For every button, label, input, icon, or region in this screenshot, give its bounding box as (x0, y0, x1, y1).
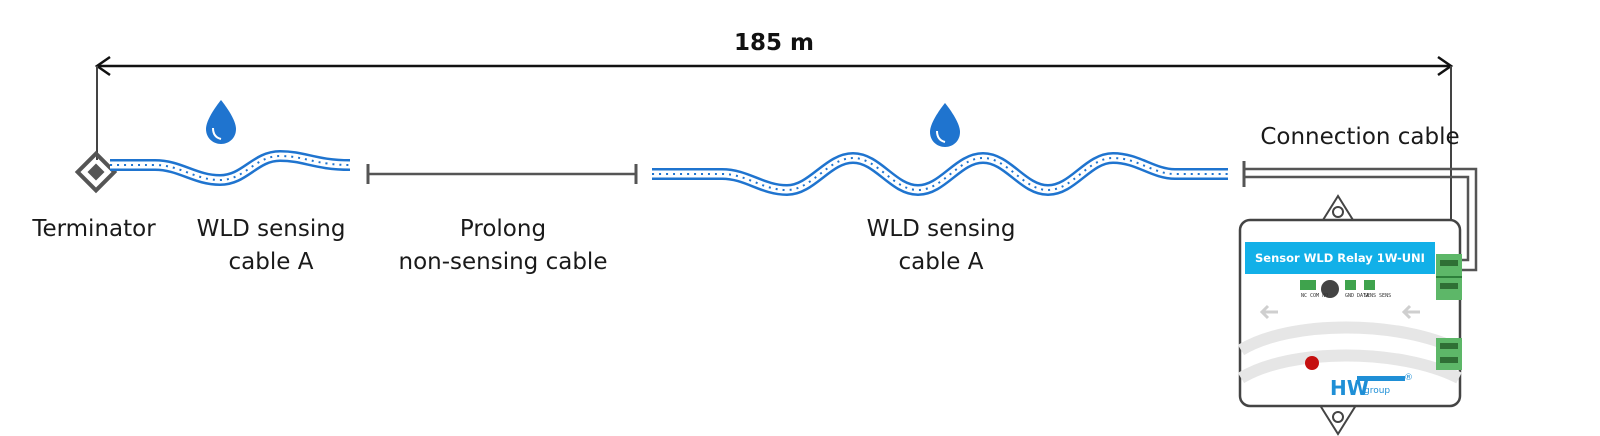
brand-mark: ® (1404, 373, 1413, 383)
arrow-left-icon (1259, 304, 1278, 320)
svg-text:SENS SENS: SENS SENS (1364, 293, 1391, 299)
prolong-label-1: Prolong (460, 216, 546, 242)
cable-channel-bottom (1237, 349, 1462, 384)
terminator-label: Terminator (31, 216, 156, 242)
sensing-a-left-label-2: cable A (229, 249, 314, 275)
distance-dimension: 185 m (94, 30, 1454, 250)
terminal-block-top (1436, 254, 1462, 300)
terminator-icon (74, 150, 118, 194)
connection-cable (1242, 161, 1478, 272)
terminal-block-bottom (1436, 338, 1462, 370)
wld-relay-device: Sensor WLD Relay 1W-UNI NC COM NO GND DA… (1237, 194, 1462, 436)
device-header (1245, 242, 1435, 274)
distance-label: 185 m (734, 30, 814, 56)
prolong-cable (366, 164, 638, 184)
svg-text:NC COM NO: NC COM NO (1301, 293, 1328, 299)
internal-terminals: NC COM NO GND DATA SENS SENS (1300, 280, 1391, 299)
buzzer-icon (1321, 280, 1339, 298)
arrow-left-icon (1401, 304, 1420, 320)
prolong-label-2: non-sensing cable (399, 249, 608, 275)
water-drop-icon (930, 103, 960, 147)
sensing-cable-a-right (652, 151, 1228, 197)
sensing-cable-a-left (110, 149, 351, 187)
svg-text:GND DATA: GND DATA (1345, 293, 1369, 299)
device-title: Sensor WLD Relay 1W-UNI (1255, 251, 1425, 265)
connection-cable-label: Connection cable (1260, 124, 1459, 150)
sensing-a-left-label-1: WLD sensing (197, 216, 346, 242)
led-indicator-icon (1305, 356, 1319, 370)
cable-channel-top (1237, 321, 1462, 356)
brand-sub: group (1364, 386, 1390, 396)
sensing-a-right-label-1: WLD sensing (867, 216, 1016, 242)
sensing-a-right-label-2: cable A (899, 249, 984, 275)
water-drop-icon (206, 100, 236, 144)
